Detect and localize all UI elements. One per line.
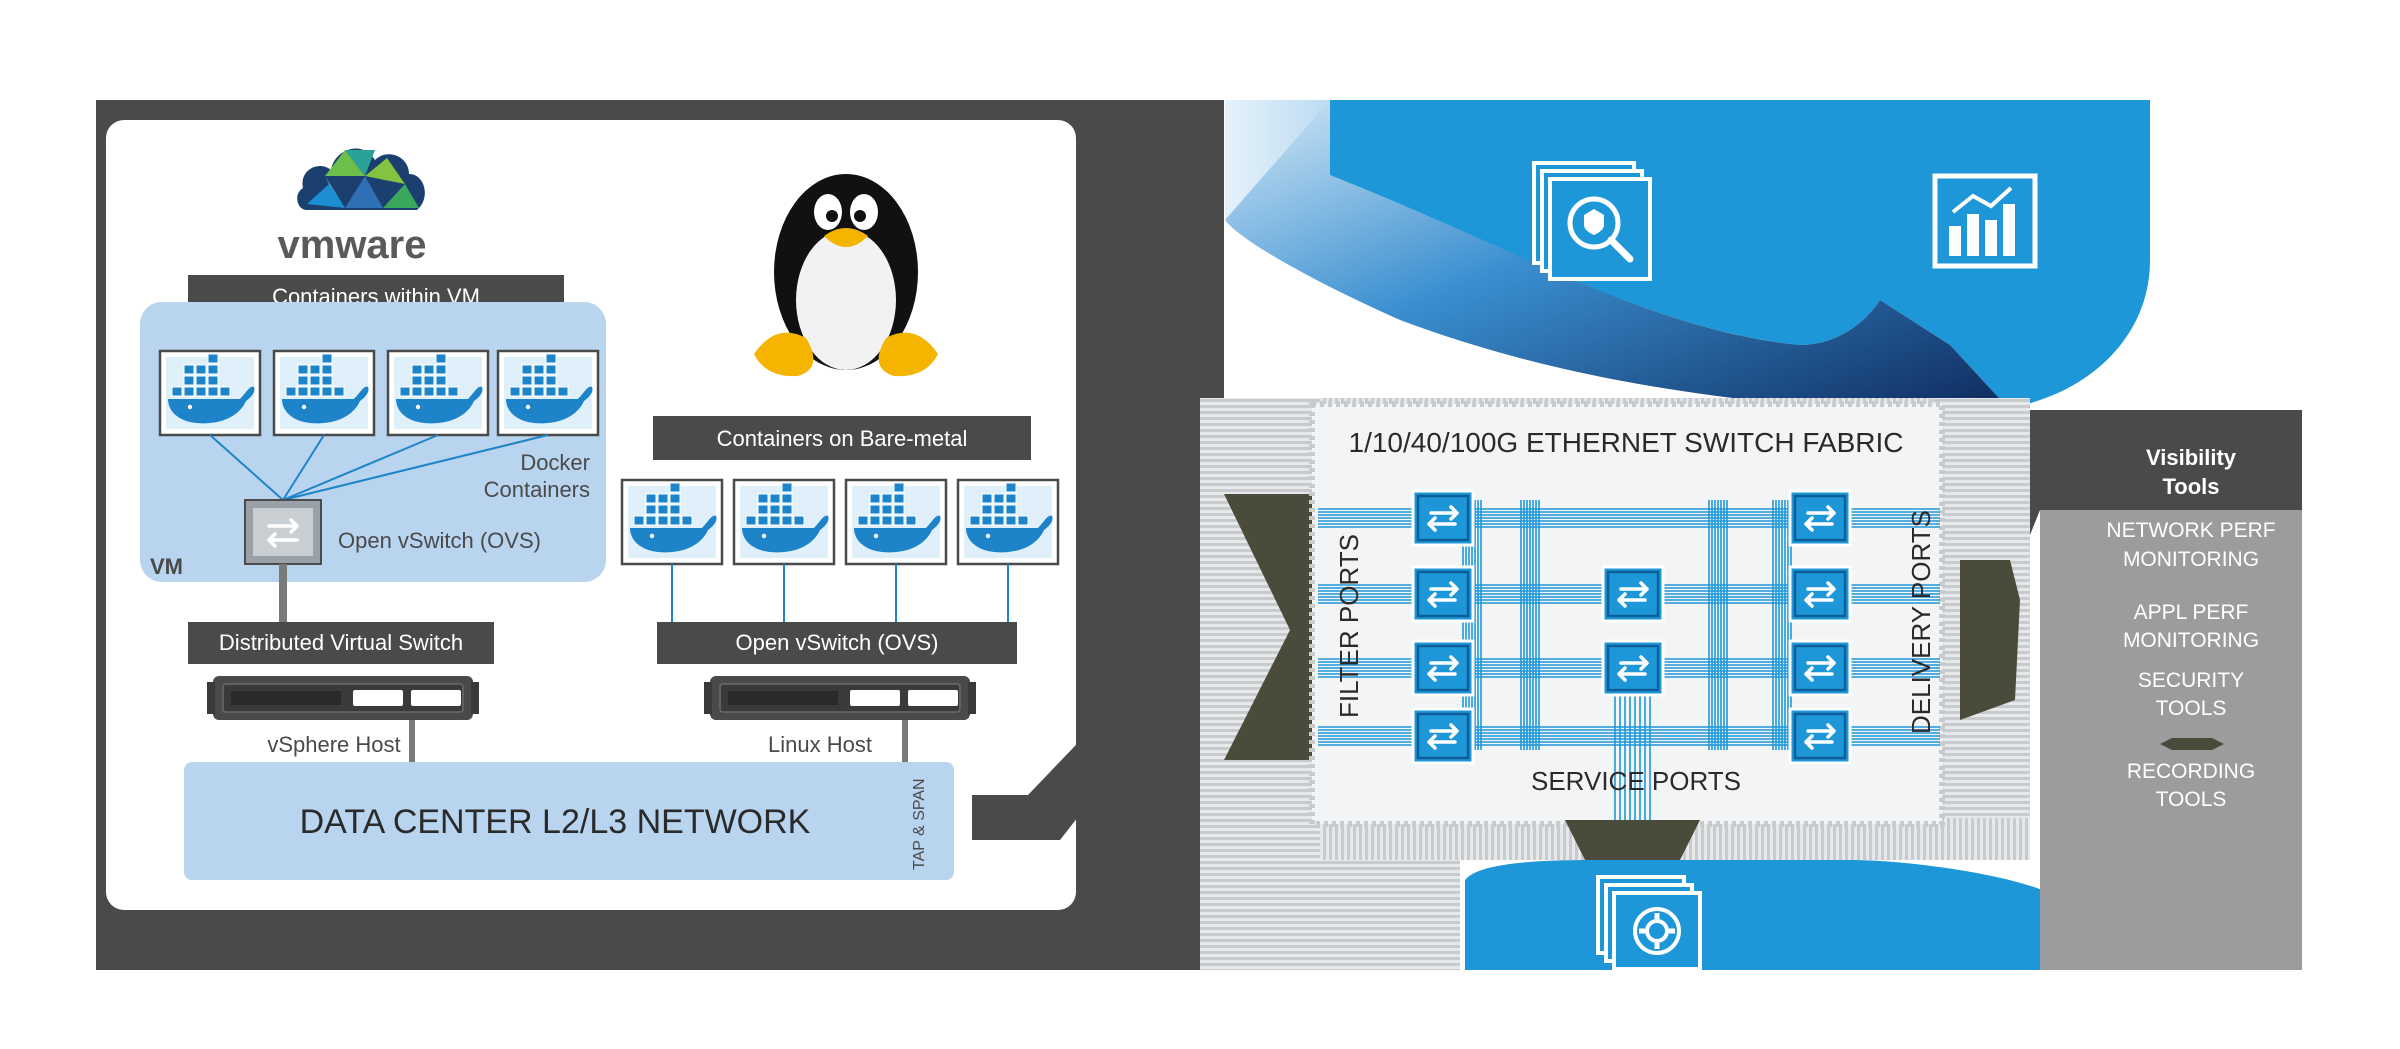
bottom-service-banner (1465, 860, 2060, 970)
containers-bare-metal-label: Containers on Bare-metal (717, 426, 968, 451)
switch-arrows-icon (1411, 639, 1475, 697)
vm-label: VM (150, 554, 183, 579)
ovs-linux-bar (657, 622, 1017, 664)
visibility-tool-line1: RECORDING (2127, 760, 2255, 783)
switch-arrows-icon (1411, 707, 1475, 765)
analytics-chart-icon (1932, 173, 2038, 269)
fabric-title: 1/10/40/100G ETHERNET SWITCH FABRIC (1349, 427, 1904, 458)
docker-whale-icon (272, 349, 376, 437)
docker-whale-icon (732, 478, 836, 566)
switch-arrows-icon (1411, 565, 1475, 623)
delivery-port-wedge (1960, 560, 2020, 720)
top-gradient-sweep (1225, 100, 2010, 410)
switch-arrows-icon (1788, 565, 1852, 623)
ovs-linux-label: Open vSwitch (OVS) (736, 630, 939, 655)
switch-arrows-icon (1601, 565, 1665, 623)
visibility-tool-line1: NETWORK PERF (2106, 519, 2275, 542)
fabric-frame-bottom-left (1200, 860, 1460, 970)
docker-containers-label-1: Docker (520, 450, 590, 475)
vmware-logo-text: vmware (278, 223, 427, 267)
visibility-tool-line2: MONITORING (2123, 629, 2259, 652)
docker-whale-icon (844, 478, 948, 566)
switch-arrows-icon (1788, 707, 1852, 765)
switch-arrows-icon (1411, 489, 1475, 547)
vm-docker-links (209, 434, 549, 501)
tap-connector (972, 725, 1150, 840)
recording-divider-icon (2160, 738, 2224, 750)
visibility-tool-line1: APPL PERF (2134, 601, 2249, 624)
switch-arrows-icon (1601, 639, 1665, 697)
vsphere-server-rack-icon (206, 675, 480, 721)
visibility-tool-line2: TOOLS (2156, 788, 2227, 811)
security-search-icon (1532, 161, 1652, 281)
service-gear-icon (1596, 875, 1702, 971)
visibility-tool-line1: SECURITY (2138, 669, 2244, 692)
visibility-title-2: Tools (2162, 474, 2219, 499)
ovs-vm-switch-icon (244, 499, 322, 565)
visibility-title-band (2040, 410, 2302, 510)
visibility-tool-list: NETWORK PERF MONITORING APPL PERF MONITORIN… (2106, 519, 2275, 811)
service-port-connector (1565, 820, 1700, 860)
data-center-network-label: DATA CENTER L2/L3 NETWORK (300, 803, 811, 841)
linux-server-rack-icon (703, 675, 977, 721)
bare-metal-docker-links (671, 564, 1009, 622)
linux-host-label: Linux Host (768, 732, 872, 757)
ovs-vm-label: Open vSwitch (OVS) (338, 528, 541, 553)
visibility-title-1: Visibility (2146, 445, 2237, 470)
visibility-tool-line2: TOOLS (2156, 697, 2227, 720)
linux-penguin-icon (754, 174, 938, 377)
vsphere-host-label: vSphere Host (267, 732, 400, 757)
delivery-ports-label: DELIVERY PORTS (1906, 510, 1936, 734)
filter-port-wedge (1224, 494, 1320, 760)
filter-ports-label: FILTER PORTS (1334, 534, 1364, 718)
vmware-cloud-logo-icon (297, 148, 425, 210)
docker-containers-label-2: Containers (484, 477, 590, 502)
vm-docker-link (282, 434, 549, 501)
docker-whale-icon (158, 349, 262, 437)
vm-docker-link (282, 434, 325, 501)
containers-bare-metal-bar (653, 416, 1031, 460)
vm-docker-link (282, 434, 439, 501)
distributed-switch-bar (188, 622, 494, 664)
left-light-fade (1225, 100, 1330, 220)
docker-whale-icon (386, 349, 490, 437)
distributed-switch-label: Distributed Virtual Switch (219, 630, 463, 655)
docker-whale-icon (496, 349, 600, 437)
vm-docker-link (209, 434, 284, 501)
switch-arrows-icon (1788, 489, 1852, 547)
docker-whale-icon (620, 478, 724, 566)
docker-whale-icon (956, 478, 1060, 566)
tap-span-label: TAP & SPAN (911, 778, 928, 870)
visibility-tool-line2: MONITORING (2123, 548, 2259, 571)
service-ports-label: SERVICE PORTS (1531, 766, 1741, 796)
switch-arrows-icon (1788, 639, 1852, 697)
data-center-network-box (184, 762, 954, 880)
